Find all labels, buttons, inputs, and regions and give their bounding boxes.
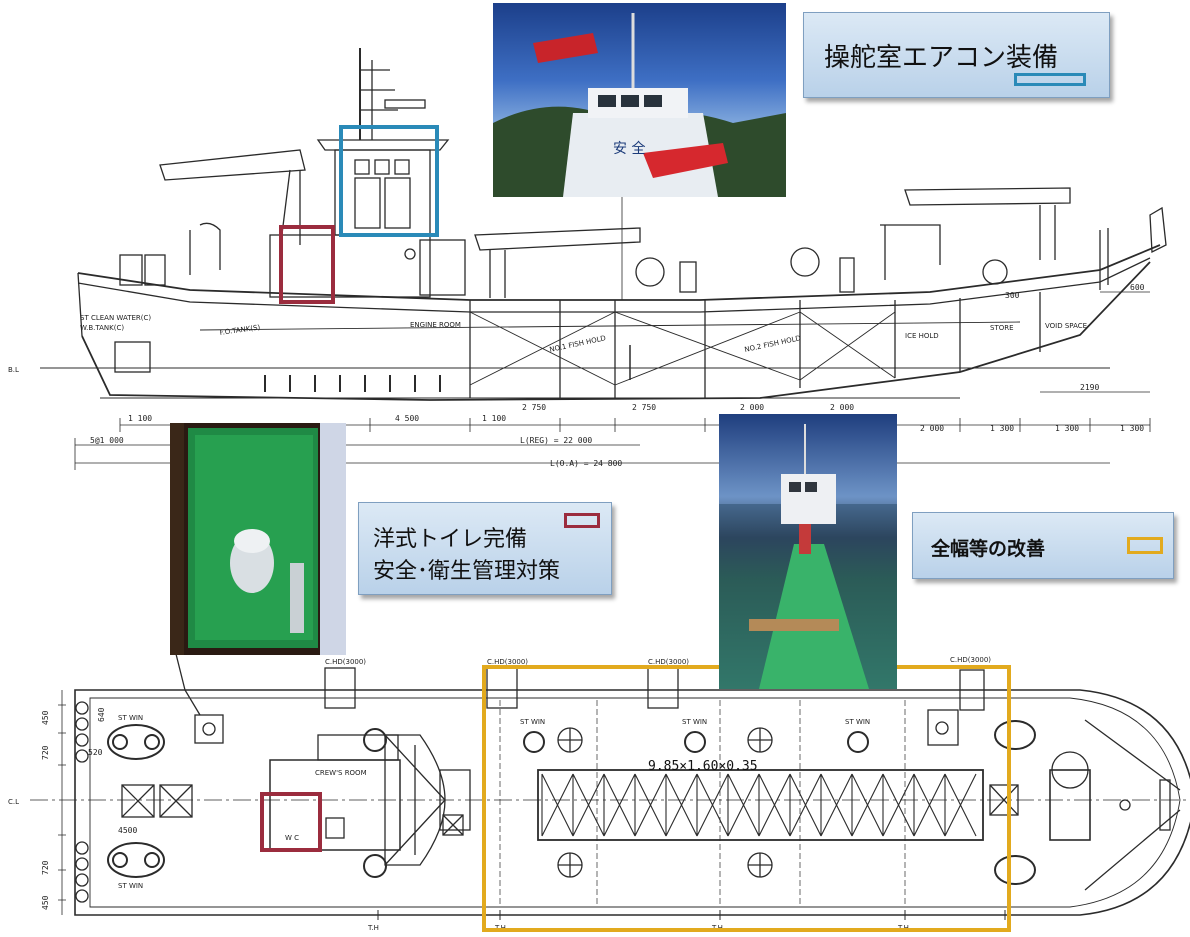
toilet-highlight-side <box>279 225 335 304</box>
beam-callout: 全幅等の改善 <box>912 512 1174 579</box>
toilet-callout: 洋式トイレ完備 安全･衛生管理対策 <box>358 502 612 595</box>
toilet-legend-marker <box>564 513 600 528</box>
toilet-highlight-plan <box>260 792 322 852</box>
dim-label: 2 000 <box>920 424 944 433</box>
dim-left-label: 640 <box>97 707 106 722</box>
dim-label: 600 <box>1130 283 1145 292</box>
dim-label: 2190 <box>1080 383 1099 392</box>
crews-room-label: CREW'S ROOM <box>315 769 367 777</box>
winch-label: ST WIN <box>682 718 707 726</box>
side-view <box>40 48 1167 470</box>
dim-label: 1 300 <box>1120 424 1144 433</box>
dim-label: 4 500 <box>395 414 419 423</box>
hatch-size-label: 9.85×1.60×0.35 <box>648 759 758 774</box>
centerline-label: C.L <box>8 798 19 806</box>
baseline-label: B.L <box>8 366 19 374</box>
crane-label: C.HD(3000) <box>648 658 689 666</box>
loa-label: L(O.A) = 24 800 <box>550 459 622 468</box>
fish-hold-1-label: NO.1 FISH HOLD <box>549 334 607 354</box>
dim-left-label: 450 <box>41 895 50 910</box>
dim-label: 5@1 000 <box>90 436 124 445</box>
winch-label: ST WIN <box>520 718 545 726</box>
toilet-callout-line1: 洋式トイレ完備 <box>373 527 528 552</box>
crane-label: C.HD(3000) <box>487 658 528 666</box>
store-label: STORE <box>990 324 1014 332</box>
svg-text:安 全: 安 全 <box>613 140 645 157</box>
ice-hold-label: ICE HOLD <box>905 332 939 340</box>
aircon-callout-text: 操舵室エアコン装備 <box>824 43 1059 73</box>
dim-left-label: 720 <box>41 745 50 760</box>
beam-callout-text: 全幅等の改善 <box>931 538 1046 560</box>
hatch-cover-grid <box>541 773 977 837</box>
fo-tank-label: F.O.TANK(S) <box>219 323 261 337</box>
winch-label: ST WIN <box>118 882 143 890</box>
aircon-legend-marker <box>1014 73 1086 86</box>
wc-label: W C <box>285 834 299 842</box>
dim-left-label: 450 <box>41 710 50 725</box>
beam-legend-marker <box>1127 537 1163 554</box>
plan-view <box>30 649 1190 920</box>
dim-label: 1 100 <box>128 414 152 423</box>
dim-label: 1 300 <box>990 424 1014 433</box>
winch-label: ST WIN <box>118 714 143 722</box>
dim-label: 2 750 <box>632 403 656 412</box>
winch-label: ST WIN <box>845 718 870 726</box>
dim-label: 2 750 <box>522 403 546 412</box>
dim-label: 2 000 <box>740 403 764 412</box>
void-space-label: VOID SPACE <box>1045 322 1087 330</box>
wheelhouse-photo: 安 全 <box>493 3 786 197</box>
dim-label: 2 000 <box>830 403 854 412</box>
toilet-callout-line2: 安全･衛生管理対策 <box>373 559 561 584</box>
engine-room-label: ENGINE ROOM <box>410 321 461 329</box>
lreg-label: L(REG) = 22 000 <box>520 436 592 445</box>
fw-tank-label: W.B.TANK(C) <box>80 324 124 332</box>
fish-hold-2-label: NO.2 FISH HOLD <box>744 334 802 354</box>
wheelhouse-highlight <box>339 125 439 237</box>
dim-label: 300 <box>1005 291 1020 300</box>
dim-left-label: 520 <box>88 748 103 757</box>
clean-water-label: ST CLEAN WATER(C) <box>80 314 151 322</box>
dim-label: 1 100 <box>482 414 506 423</box>
crane-label: C.HD(3000) <box>950 656 991 664</box>
dim-label: 1 300 <box>1055 424 1079 433</box>
width-4500-label: 4500 <box>118 826 137 835</box>
crane-label: C.HD(3000) <box>325 658 366 666</box>
toilet-photo <box>170 423 346 655</box>
dim-left-label: 720 <box>41 860 50 875</box>
deck-photo <box>719 414 897 689</box>
aircon-callout: 操舵室エアコン装備 <box>803 12 1110 98</box>
tank-label: T.H <box>367 924 379 932</box>
